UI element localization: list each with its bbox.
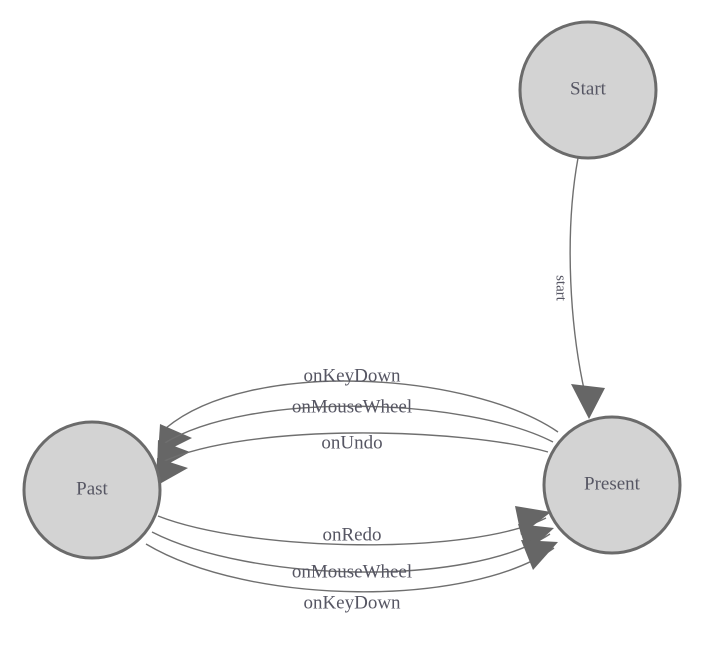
edge-present-to-past-onundo[interactable]	[156, 432, 549, 486]
edge-label-start: start	[553, 275, 569, 302]
node-start[interactable]: Start	[518, 20, 658, 160]
edge-label-past-present-onmousewheel: onMouseWheel	[292, 561, 412, 582]
edge-label-past-present-onredo: onRedo	[322, 524, 381, 545]
edge-label-present-past-onkeydown: onKeyDown	[303, 365, 401, 386]
edge-label-present-past-onmousewheel: onMouseWheel	[292, 396, 412, 417]
edge-path-start-present	[569, 157, 587, 399]
edge-label-layer: start onKeyDown onMouseWheel onUndo onRe…	[292, 275, 569, 613]
node-past[interactable]: Past	[22, 420, 162, 560]
edge-layer	[145, 157, 605, 593]
edge-path-present-past-3	[161, 432, 549, 463]
edge-label-past-present-onkeydown: onKeyDown	[303, 592, 401, 613]
edge-arrowhead-present-past-3	[156, 458, 188, 486]
node-past-label: Past	[76, 478, 108, 499]
node-start-circle[interactable]	[518, 20, 658, 160]
edge-past-to-present-onkeydown[interactable]	[145, 540, 558, 593]
edge-arrowhead-past-present-3	[521, 540, 558, 570]
edge-label-present-past-onundo: onUndo	[321, 432, 382, 453]
node-present-label: Present	[584, 473, 641, 494]
edge-path-past-present-1	[157, 515, 547, 546]
node-past-circle[interactable]	[22, 420, 162, 560]
node-start-label: Start	[570, 78, 607, 99]
edge-path-present-past-2	[162, 405, 554, 445]
node-layer: Start Past Present	[22, 20, 682, 560]
node-present[interactable]: Present	[542, 415, 682, 555]
edge-path-past-present-3	[145, 543, 555, 593]
edge-arrowhead-start-present	[571, 384, 605, 419]
node-present-circle[interactable]	[542, 415, 682, 555]
edge-start-to-present[interactable]	[569, 157, 605, 419]
edge-path-past-present-2	[151, 531, 551, 573]
edge-path-present-past-1	[165, 380, 559, 433]
